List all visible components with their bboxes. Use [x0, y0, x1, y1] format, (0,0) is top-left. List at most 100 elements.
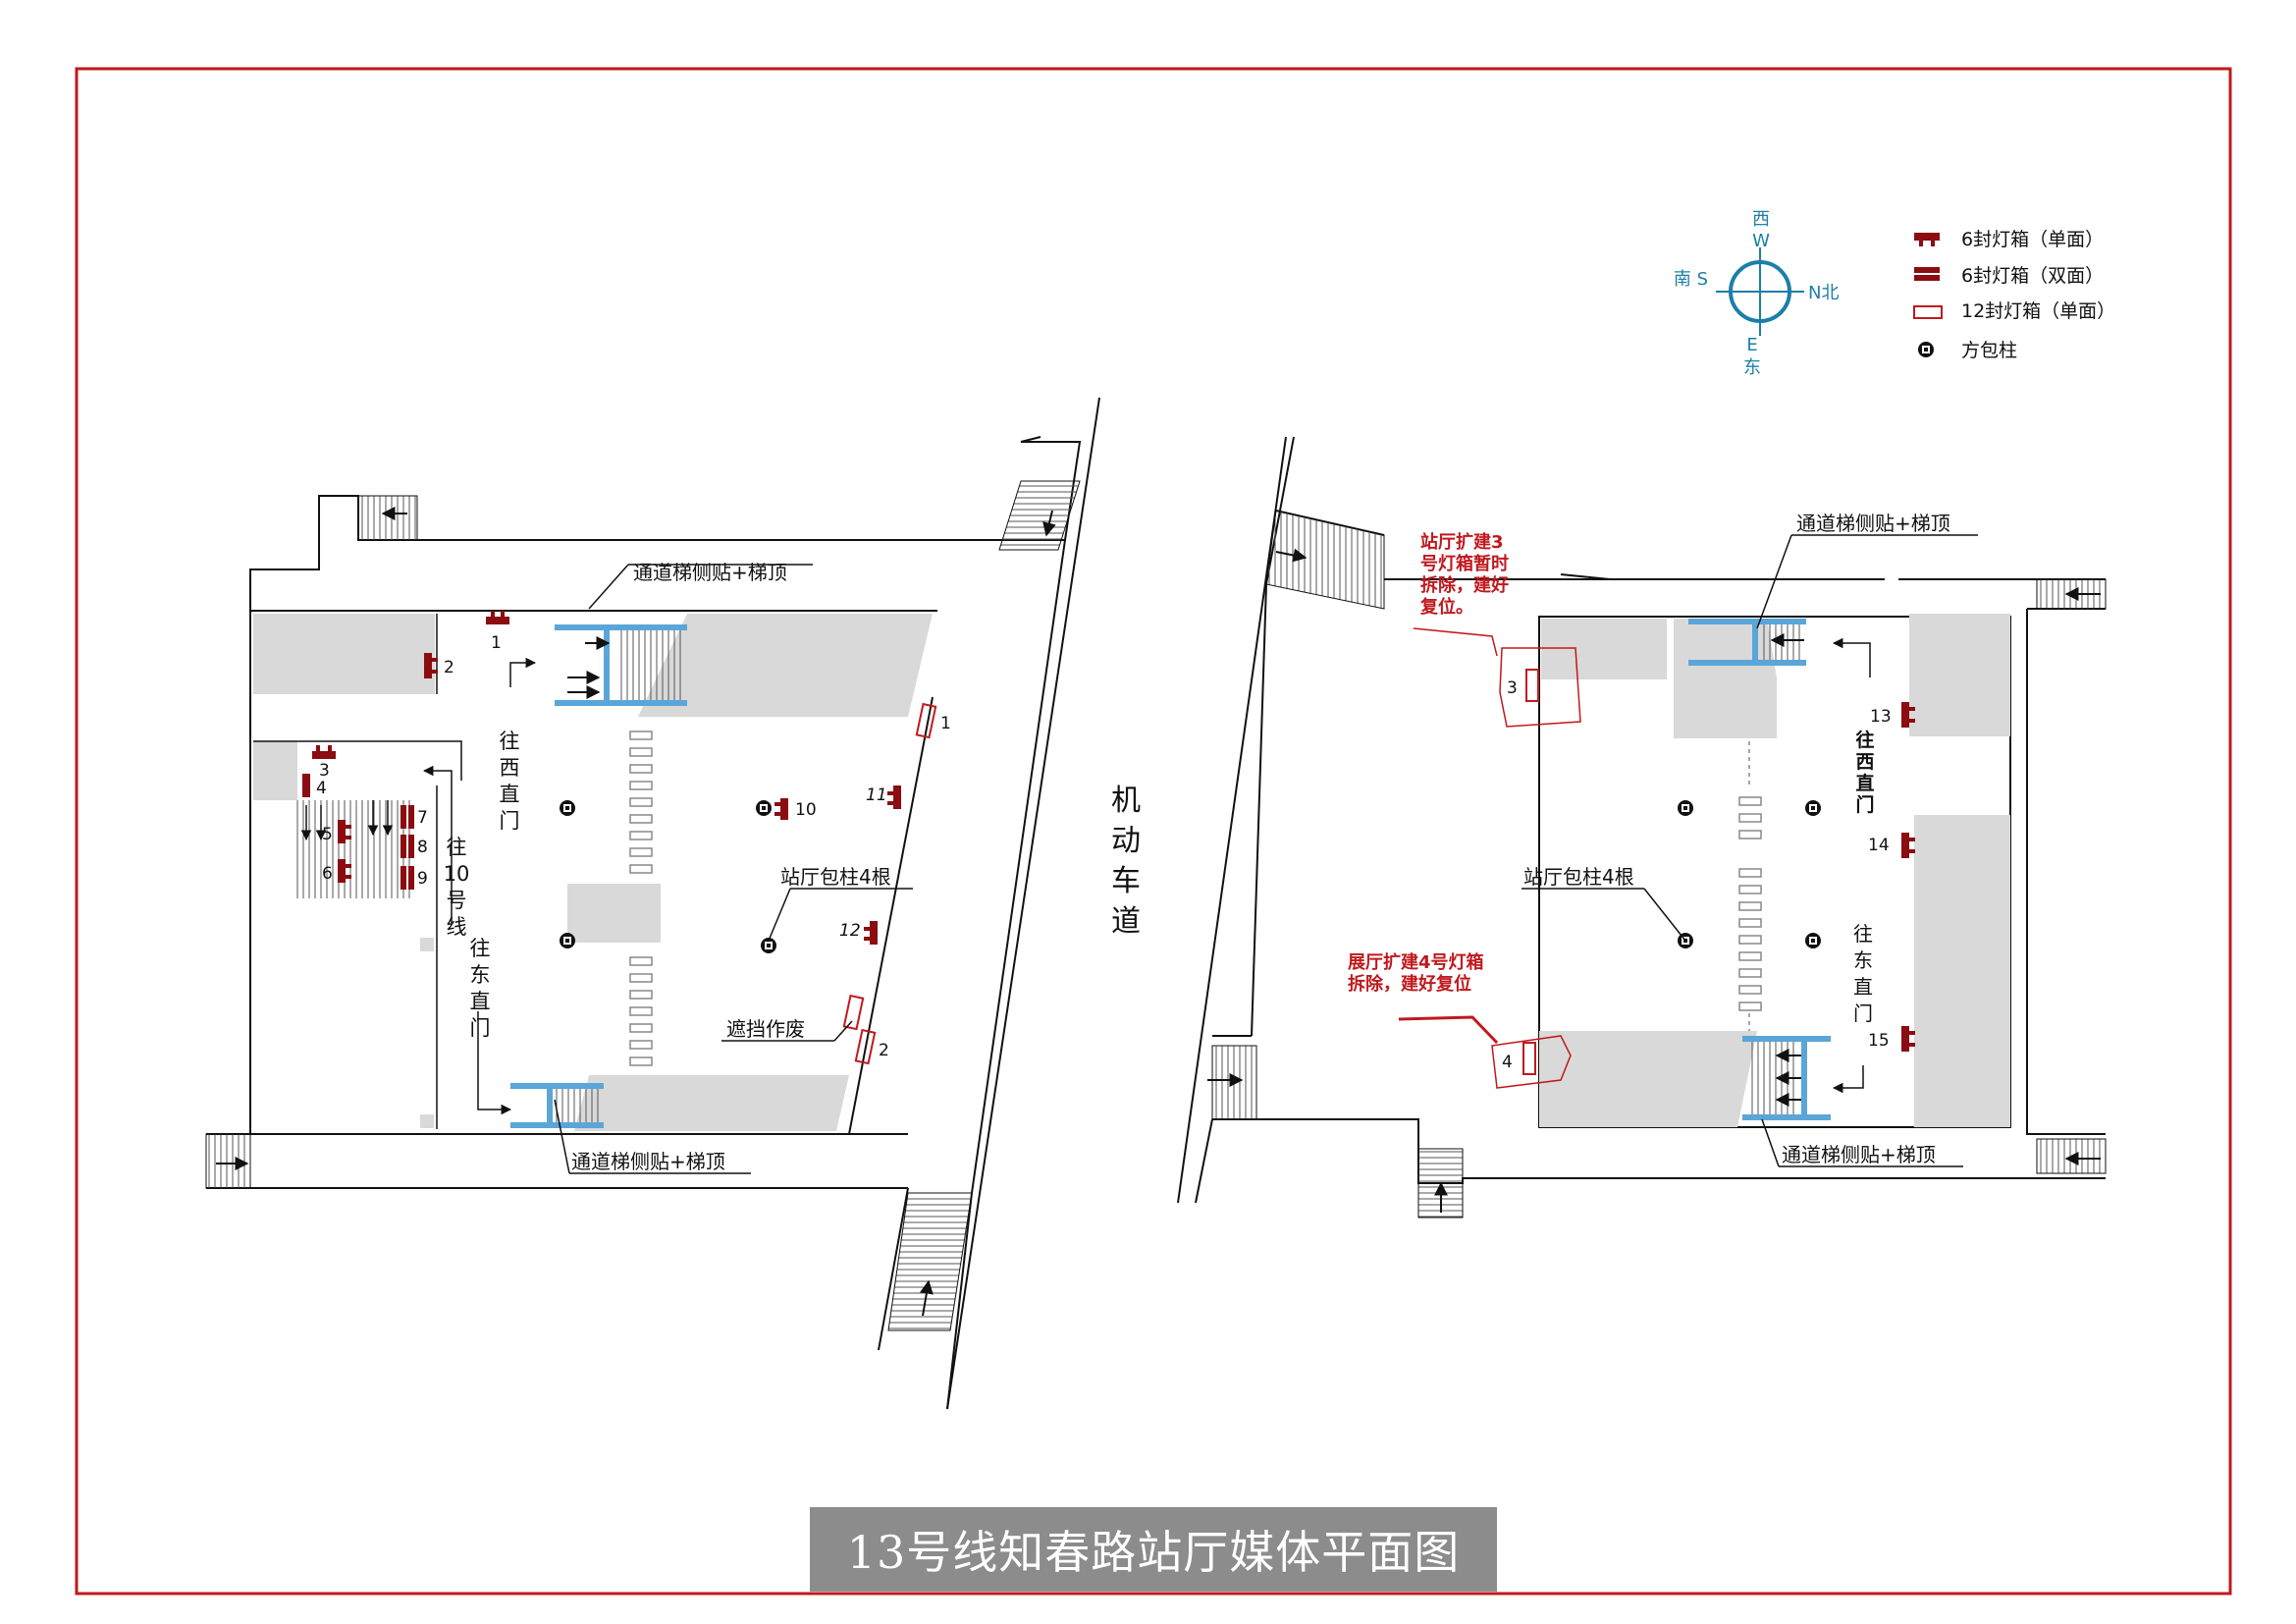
lightbox-6-single [338, 859, 351, 883]
shaded-area [1909, 614, 2010, 736]
lightbox-6-double [400, 805, 414, 829]
road-edge-right [1177, 436, 1287, 1204]
lightbox-number: 8 [417, 838, 428, 857]
svg-text:直: 直 [470, 990, 491, 1013]
panel-number: 2 [879, 1041, 889, 1060]
legend-label: 12封灯箱（单面） [1961, 300, 2115, 322]
lightbox-number: 9 [417, 869, 428, 889]
lightbox-number: 6 [322, 864, 333, 884]
tactile-paving [629, 731, 653, 1066]
svg-text:拆除，建好复位: 拆除，建好复位 [1348, 973, 1471, 995]
lightbox-12-single [854, 1028, 877, 1065]
road-edge-left [946, 397, 1100, 1410]
shaded-area [1914, 815, 2010, 1127]
lightbox-6-single [338, 820, 351, 843]
label-to-dongzhimen: 往 东 直 门 [1853, 922, 1873, 1025]
svg-text:拆除，建好: 拆除，建好 [1420, 574, 1509, 596]
escalator-label-bottom: 通道梯侧贴+梯顶 [1782, 1143, 1936, 1166]
escalator-top [1688, 619, 1806, 666]
map-title: 13号线知春路站厅媒体平面图 [810, 1507, 1497, 1592]
compass-north: N北 [1808, 283, 1839, 303]
svg-text:展厅扩建4号灯箱: 展厅扩建4号灯箱 [1348, 951, 1484, 973]
escalator-label-top: 通道梯侧贴+梯顶 [633, 561, 787, 584]
svg-text:复位。: 复位。 [1419, 596, 1473, 618]
svg-text:10: 10 [444, 862, 470, 886]
shaded-area [253, 741, 297, 800]
svg-text:东: 东 [1853, 948, 1873, 972]
square-pillar [1805, 933, 1821, 948]
stairs [998, 480, 1081, 551]
shaded-area [420, 938, 434, 951]
svg-text:直: 直 [1855, 772, 1874, 794]
square-pillar [560, 933, 575, 948]
lightbox-number: 14 [1868, 836, 1890, 855]
compass-west-letter: W [1752, 231, 1770, 251]
legend-label: 6封灯箱（双面） [1961, 265, 2104, 287]
lightbox-number: 7 [417, 808, 428, 828]
label-to-xizhimen: 往 西 直 门 [500, 730, 520, 833]
svg-text:往: 往 [447, 836, 467, 859]
shaded-area [1674, 619, 1777, 738]
stairs [205, 1133, 251, 1189]
lightbox-12-single-icon [1913, 305, 1943, 319]
svg-text:门: 门 [1855, 793, 1874, 816]
square-pillar-icon [1918, 342, 1934, 357]
stairs [1265, 510, 1385, 610]
lightbox-number: 13 [1870, 707, 1892, 727]
lightbox-number: 12 [839, 921, 861, 941]
escalator-bottom [510, 1083, 604, 1128]
lightbox-12-single [842, 994, 865, 1031]
label-to-xizhimen: 往 西 直 门 [1855, 729, 1874, 816]
lightbox-number: 15 [1868, 1031, 1890, 1051]
lightbox-6-single [887, 785, 901, 809]
west-hall-boundary [249, 611, 934, 1135]
shaded-area [567, 884, 661, 943]
panel-3-outline [1499, 647, 1581, 728]
lightbox-6-single [864, 921, 878, 945]
escalator-label-bottom: 通道梯侧贴+梯顶 [571, 1150, 725, 1173]
stairs [1211, 1045, 1257, 1120]
escalator-label-top: 通道梯侧贴+梯顶 [1796, 512, 1950, 535]
square-pillar [761, 938, 776, 953]
map-title-text: 13号线知春路站厅媒体平面图 [846, 1526, 1461, 1579]
svg-text:门: 门 [500, 809, 520, 833]
shaded-area [574, 1075, 849, 1131]
svg-text:往: 往 [500, 730, 520, 753]
shaded-area [1539, 1031, 1757, 1127]
svg-text:号灯箱暂时: 号灯箱暂时 [1420, 553, 1509, 574]
escalator-top [555, 624, 687, 706]
label-to-dongzhimen: 往 东 直 门 [470, 937, 491, 1040]
svg-text:站厅扩建3: 站厅扩建3 [1420, 531, 1504, 553]
lightbox-6-single [302, 774, 310, 797]
legend-label: 6封灯箱（单面） [1961, 229, 2104, 250]
lightbox-number: 10 [795, 800, 817, 820]
shaded-area [253, 614, 435, 694]
compass-east-letter: E [1746, 335, 1757, 355]
lightbox-6-single [774, 798, 788, 820]
legend-label: 方包柱 [1961, 340, 2017, 361]
note-panel-3: 站厅扩建3 号灯箱暂时 拆除，建好 复位。 [1413, 531, 1509, 657]
shaded-area [1885, 569, 1898, 609]
lightbox-number: 1 [491, 633, 502, 653]
svg-text:往: 往 [1853, 922, 1873, 946]
lightbox-number: 5 [322, 825, 333, 844]
shaded-area [638, 614, 933, 717]
lightbox-6-single [424, 653, 438, 678]
west-hall: 通道梯侧贴+梯顶 通道梯侧贴+梯顶 往 西 直 门 往 10 号 线 往 东 直… [205, 436, 1082, 1410]
lightbox-number: 11 [866, 785, 887, 805]
lightbox-12-single [1522, 1042, 1536, 1075]
square-pillar [1805, 800, 1821, 816]
svg-text:车: 车 [1111, 864, 1141, 898]
lightbox-6-single [1901, 833, 1915, 858]
lightbox-number: 2 [444, 658, 454, 677]
obstructed-label: 遮挡作废 [726, 1017, 805, 1041]
east-hall: 通道梯侧贴+梯顶 通道梯侧贴+梯顶 往 西 直 门 往 东 直 门 站厅包柱4根 [1195, 436, 2107, 1218]
stairs [296, 800, 414, 898]
svg-text:道: 道 [1111, 904, 1141, 939]
panel-4-outline [1491, 1035, 1572, 1089]
svg-text:机: 机 [1111, 784, 1141, 818]
road-label: 机 动 车 道 [1111, 784, 1141, 939]
lightbox-6-single [1901, 702, 1915, 728]
stairs [887, 1192, 973, 1331]
